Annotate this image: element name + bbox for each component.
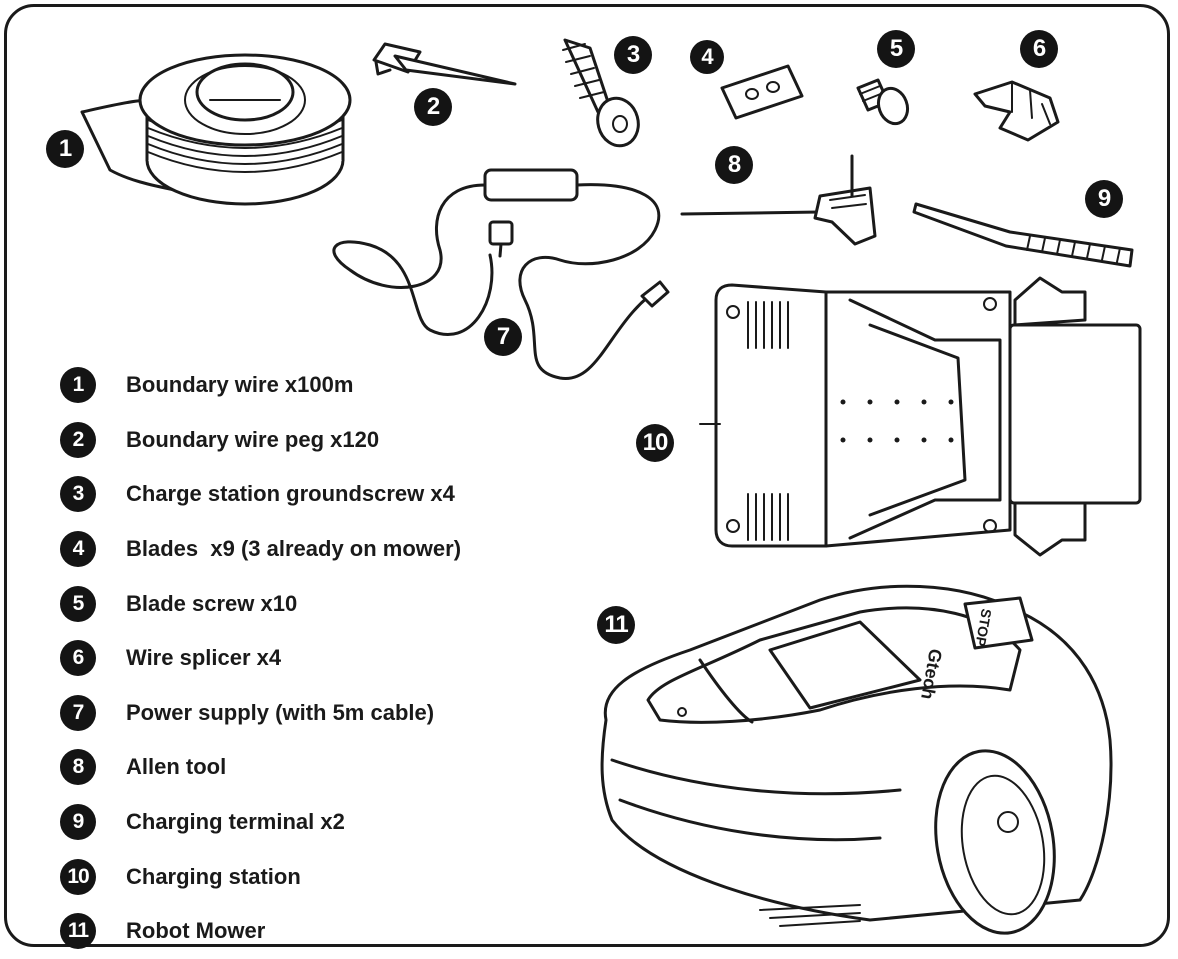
- callout-9: 9: [1085, 180, 1123, 218]
- charging-terminal: [912, 202, 1134, 268]
- legend-item: 1 Boundary wire x100m: [60, 358, 461, 413]
- legend-item: 9 Charging terminal x2: [60, 795, 461, 850]
- callout-11: 11: [597, 606, 635, 644]
- callout-2: 2: [414, 88, 452, 126]
- charging-station: [699, 276, 1142, 557]
- legend-item: 7 Power supply (with 5m cable): [60, 686, 461, 741]
- legend-item: 10 Charging station: [60, 849, 461, 904]
- callout-6: 6: [1020, 30, 1058, 68]
- legend-item: 6 Wire splicer x4: [60, 631, 461, 686]
- legend-number: 9: [60, 804, 96, 841]
- legend-text: Boundary wire peg x120: [126, 426, 380, 452]
- callout-10: 10: [636, 424, 674, 462]
- boundary-wire-spool: [80, 53, 352, 206]
- legend-text: Wire splicer x4: [126, 645, 282, 671]
- legend-text: Allen tool: [126, 754, 227, 780]
- blade: [720, 64, 804, 120]
- blade-screw: [856, 78, 910, 126]
- legend-item: 8 Allen tool: [60, 740, 461, 795]
- legend-text: Robot Mower: [126, 918, 266, 944]
- legend-text: Boundary wire x100m: [126, 372, 354, 398]
- legend-number: 6: [60, 640, 96, 677]
- power-supply: [332, 168, 670, 380]
- legend-number: 10: [60, 858, 96, 895]
- legend-number: 5: [60, 585, 96, 622]
- callout-3: 3: [614, 36, 652, 74]
- allen-tool: [680, 154, 877, 246]
- callout-7: 7: [484, 318, 522, 356]
- legend-item: 2 Boundary wire peg x120: [60, 413, 461, 468]
- callout-4: 4: [690, 40, 724, 74]
- robot-mower: [600, 584, 1113, 935]
- legend-text: Blades x9 (3 already on mower): [126, 536, 462, 562]
- legend-number: 1: [60, 367, 96, 404]
- legend-text: Charging station: [126, 863, 301, 889]
- callout-1: 1: [46, 130, 84, 168]
- legend-text: Charge station groundscrew x4: [126, 481, 455, 507]
- mower-stop-label: STOP: [972, 607, 994, 647]
- legend-number: 2: [60, 421, 96, 458]
- legend-item: 11 Robot Mower: [60, 904, 461, 959]
- parts-legend: 1 Boundary wire x100m 2 Boundary wire pe…: [60, 358, 461, 959]
- diagram-frame: [4, 4, 1170, 947]
- legend-item: 5 Blade screw x10: [60, 576, 461, 631]
- legend-text: Power supply (with 5m cable): [126, 699, 435, 725]
- ground-screw: [562, 38, 640, 148]
- legend-number: 8: [60, 749, 96, 786]
- legend-number: 7: [60, 694, 96, 731]
- callout-5: 5: [877, 30, 915, 68]
- legend-item: 4 Blades x9 (3 already on mower): [60, 522, 461, 577]
- wire-splicer: [973, 80, 1060, 142]
- legend-number: 3: [60, 476, 96, 513]
- legend-number: 4: [60, 531, 96, 568]
- boundary-wire-peg: [372, 42, 517, 86]
- legend-number: 11: [60, 913, 96, 950]
- legend-text: Charging terminal x2: [126, 809, 345, 835]
- legend-text: Blade screw x10: [126, 590, 298, 616]
- legend-item: 3 Charge station groundscrew x4: [60, 467, 461, 522]
- callout-8: 8: [715, 146, 753, 184]
